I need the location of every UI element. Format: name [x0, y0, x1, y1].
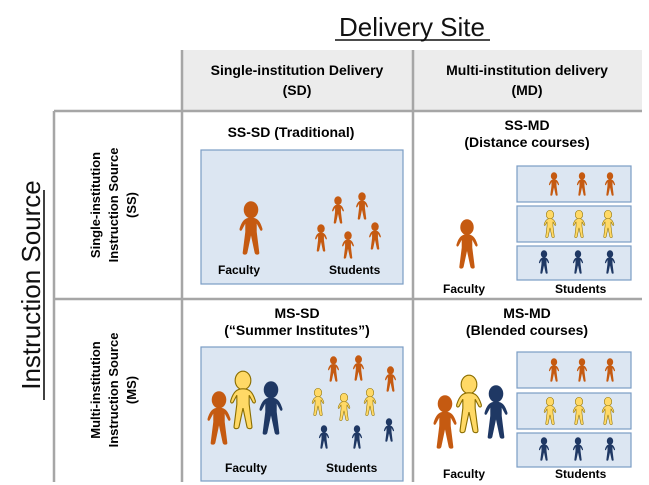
instruction-source-title: Instruction Source [16, 180, 46, 390]
cell-ss-md-title-line1: SS-MD [504, 117, 549, 133]
column-header-md-line1: Multi-institution delivery [446, 62, 608, 78]
row-header-ss-line2: Instruction Source [106, 148, 121, 263]
matrix-grid [52, 50, 642, 482]
cell-ms-md-faculty-label: Faculty [443, 467, 485, 481]
cell-ss-md-students-label: Students [555, 282, 607, 296]
faculty-person-icon [455, 374, 483, 434]
cell-ss-md-title-line2: (Distance courses) [464, 134, 589, 150]
cell-ss-sd-students-label: Students [329, 263, 381, 277]
row-header-ms-line2: Instruction Source [106, 333, 121, 448]
cell-ms-md-title-line1: MS-MD [503, 305, 550, 321]
row-header-ss-line3: (SS) [124, 192, 139, 218]
faculty-person-icon [433, 395, 457, 449]
cell-ms-sd-title-line1: MS-SD [274, 305, 319, 321]
cell-ms-sd-box [200, 346, 404, 482]
delivery-site-title: Delivery Site [339, 12, 485, 42]
cell-ms-md-title-line2: (Blended courses) [466, 322, 588, 338]
faculty-person-icon [484, 385, 508, 439]
student-group-box-navy [516, 245, 632, 281]
row-header-ms-line1: Multi-institution [88, 341, 103, 439]
row-header-ms-line3: (MS) [124, 376, 139, 404]
cell-ms-md-students-label: Students [555, 467, 607, 481]
column-header-sd-line2: (SD) [283, 82, 312, 98]
cell-ms-sd-title-line2: (“Summer Institutes”) [224, 322, 369, 338]
column-header-sd-line1: Single-institution Delivery [211, 62, 384, 78]
cell-ms-sd-faculty-label: Faculty [225, 461, 267, 475]
cell-ss-sd-box [200, 149, 404, 285]
student-group-box-navy [516, 432, 632, 468]
row-header-ss-line1: Single-institution [88, 152, 103, 258]
faculty-person-icon [456, 219, 478, 269]
cell-ss-sd-title: SS-SD (Traditional) [228, 124, 355, 140]
cell-ss-md-faculty-label: Faculty [443, 282, 485, 296]
cell-ms-sd-students-label: Students [326, 461, 378, 475]
cell-ss-sd-faculty-label: Faculty [218, 263, 260, 277]
column-header-md-line2: (MD) [511, 82, 542, 98]
